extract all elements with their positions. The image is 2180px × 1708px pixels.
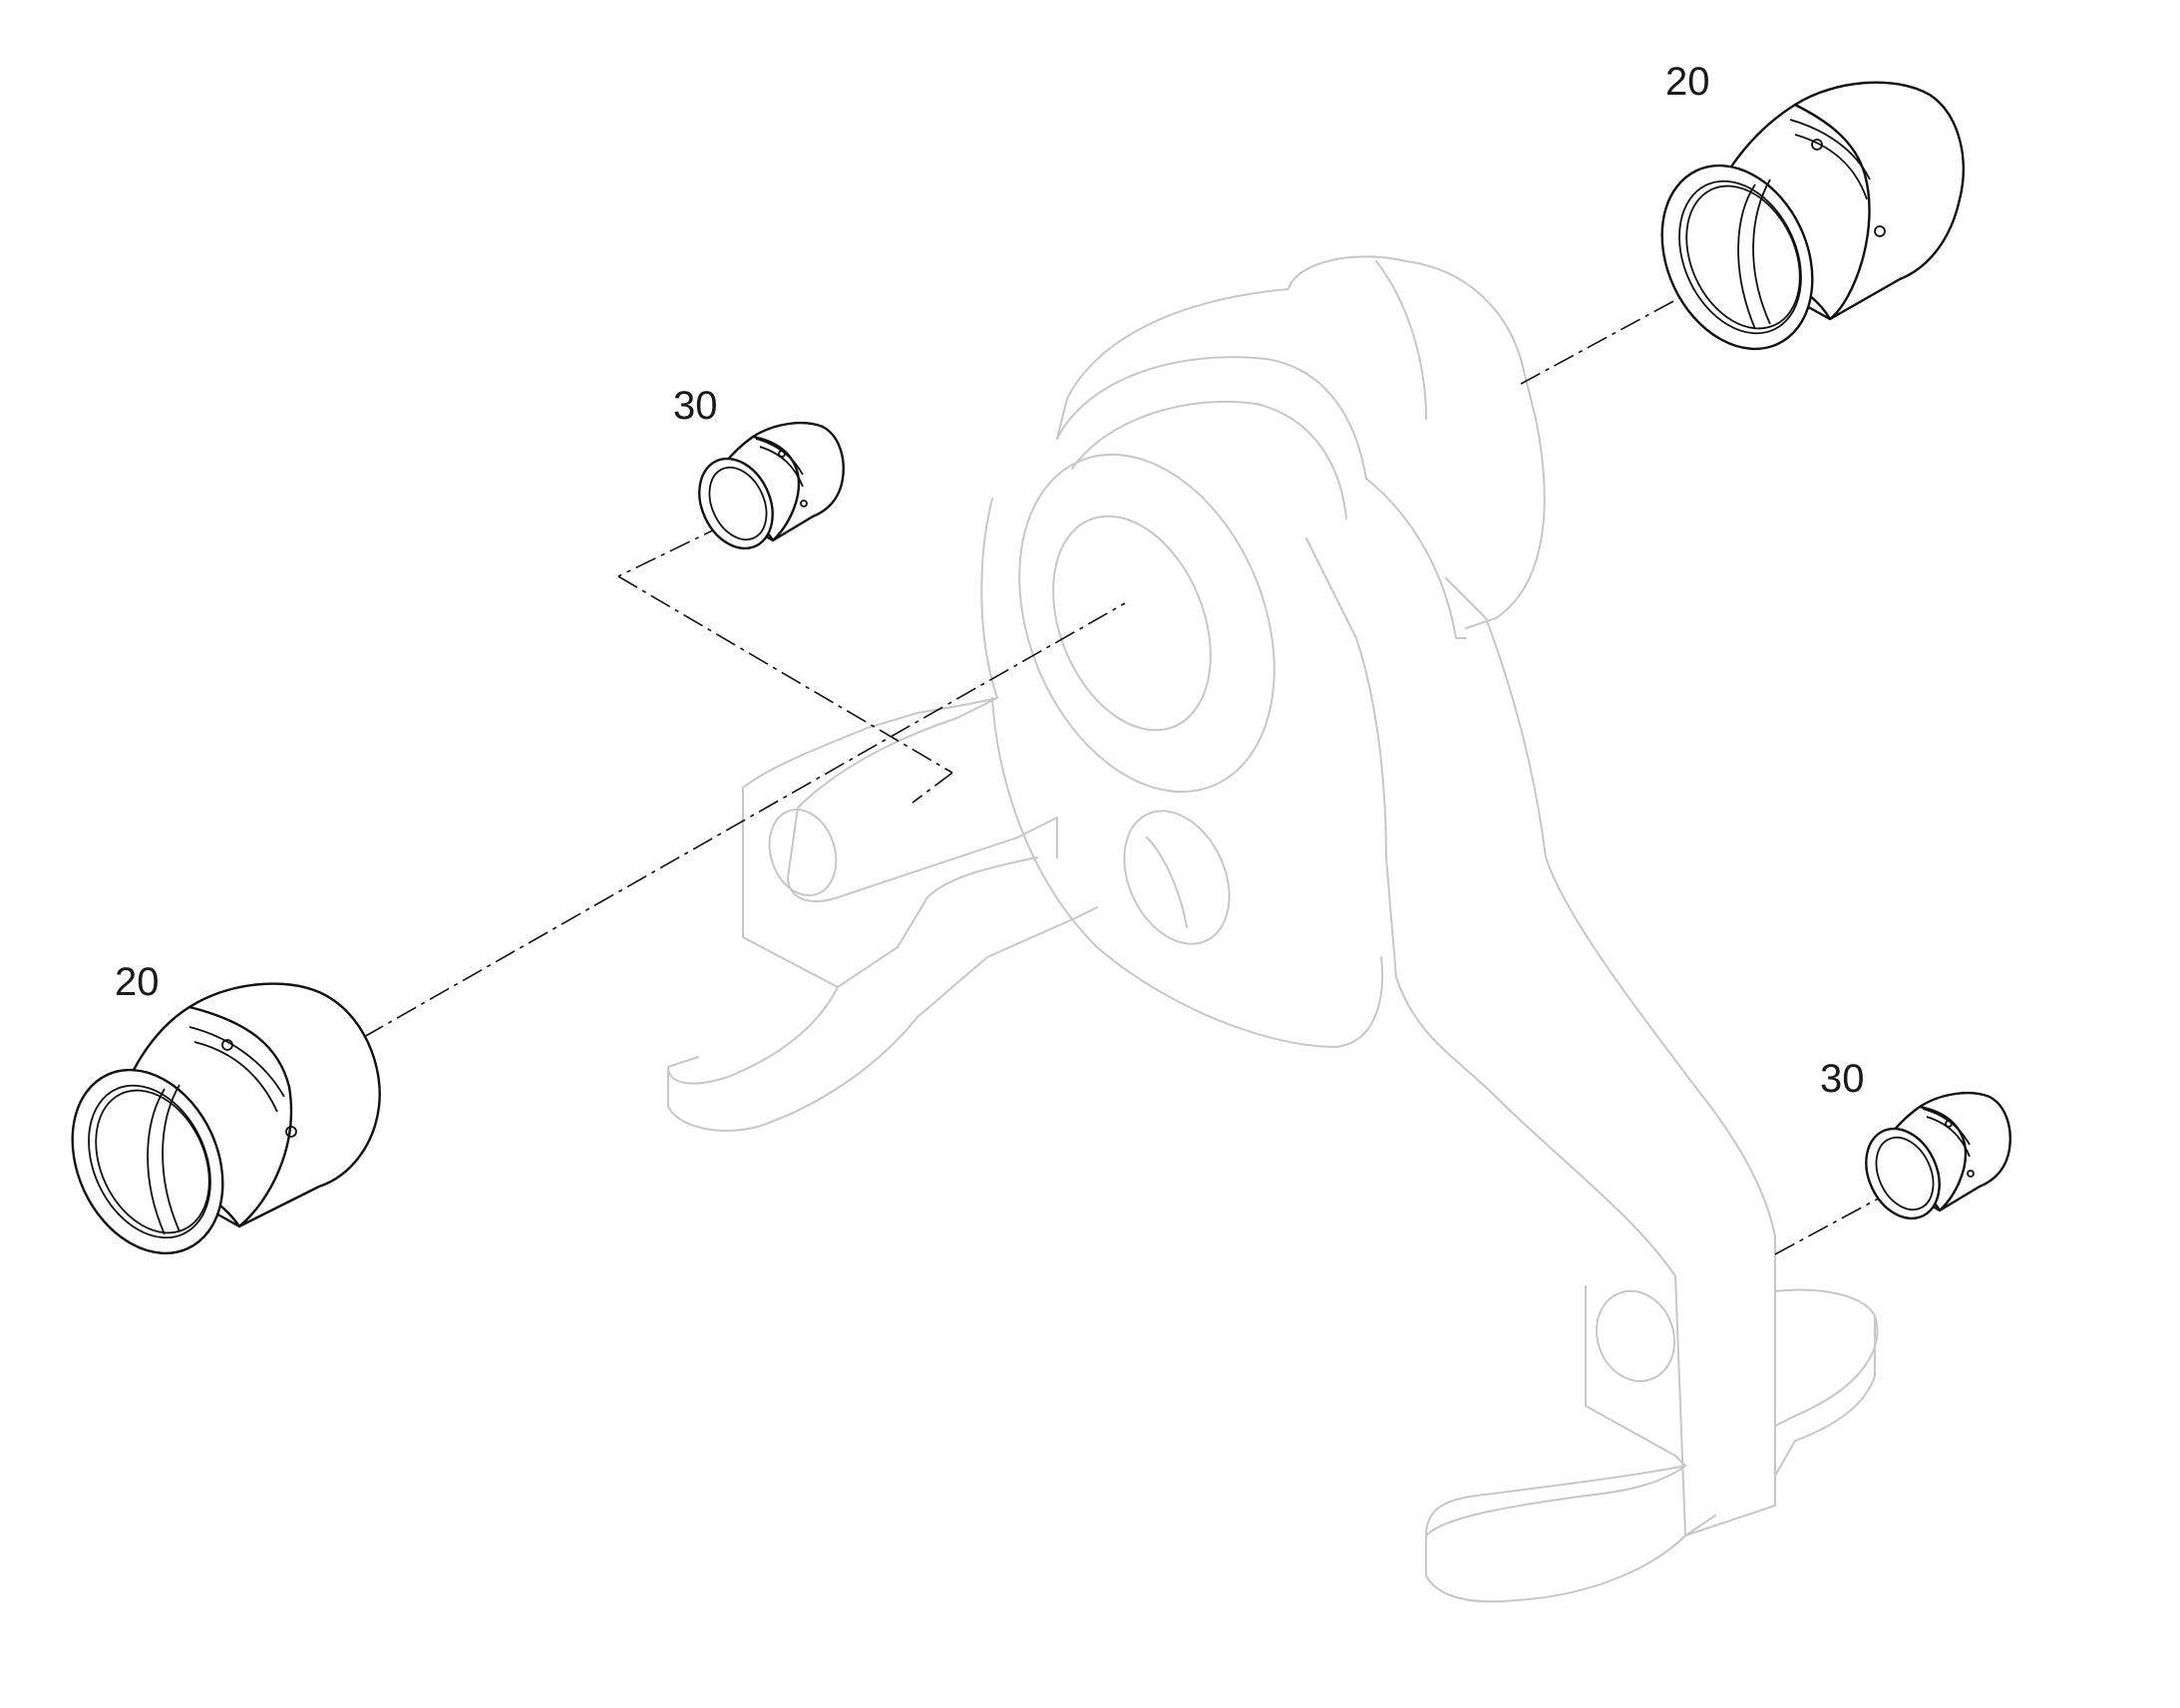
assembly-axis-lines <box>363 253 1911 1255</box>
callout-label-bushing-small-top-left: 30 <box>673 384 718 428</box>
bushing-small-top-left[interactable] <box>685 421 845 560</box>
callout-label-bushing-large-top-right: 20 <box>1665 60 1710 104</box>
callout-label-bushing-small-bottom-right: 30 <box>1820 1057 1865 1101</box>
callout-label-bushing-large-left: 20 <box>115 960 160 1004</box>
bushing-large-top-right[interactable] <box>1634 81 1965 374</box>
shift-fork-housing <box>667 255 1879 1603</box>
bushing-small-bottom-right[interactable] <box>1852 1091 2011 1230</box>
bushing-large-left[interactable] <box>44 982 381 1278</box>
